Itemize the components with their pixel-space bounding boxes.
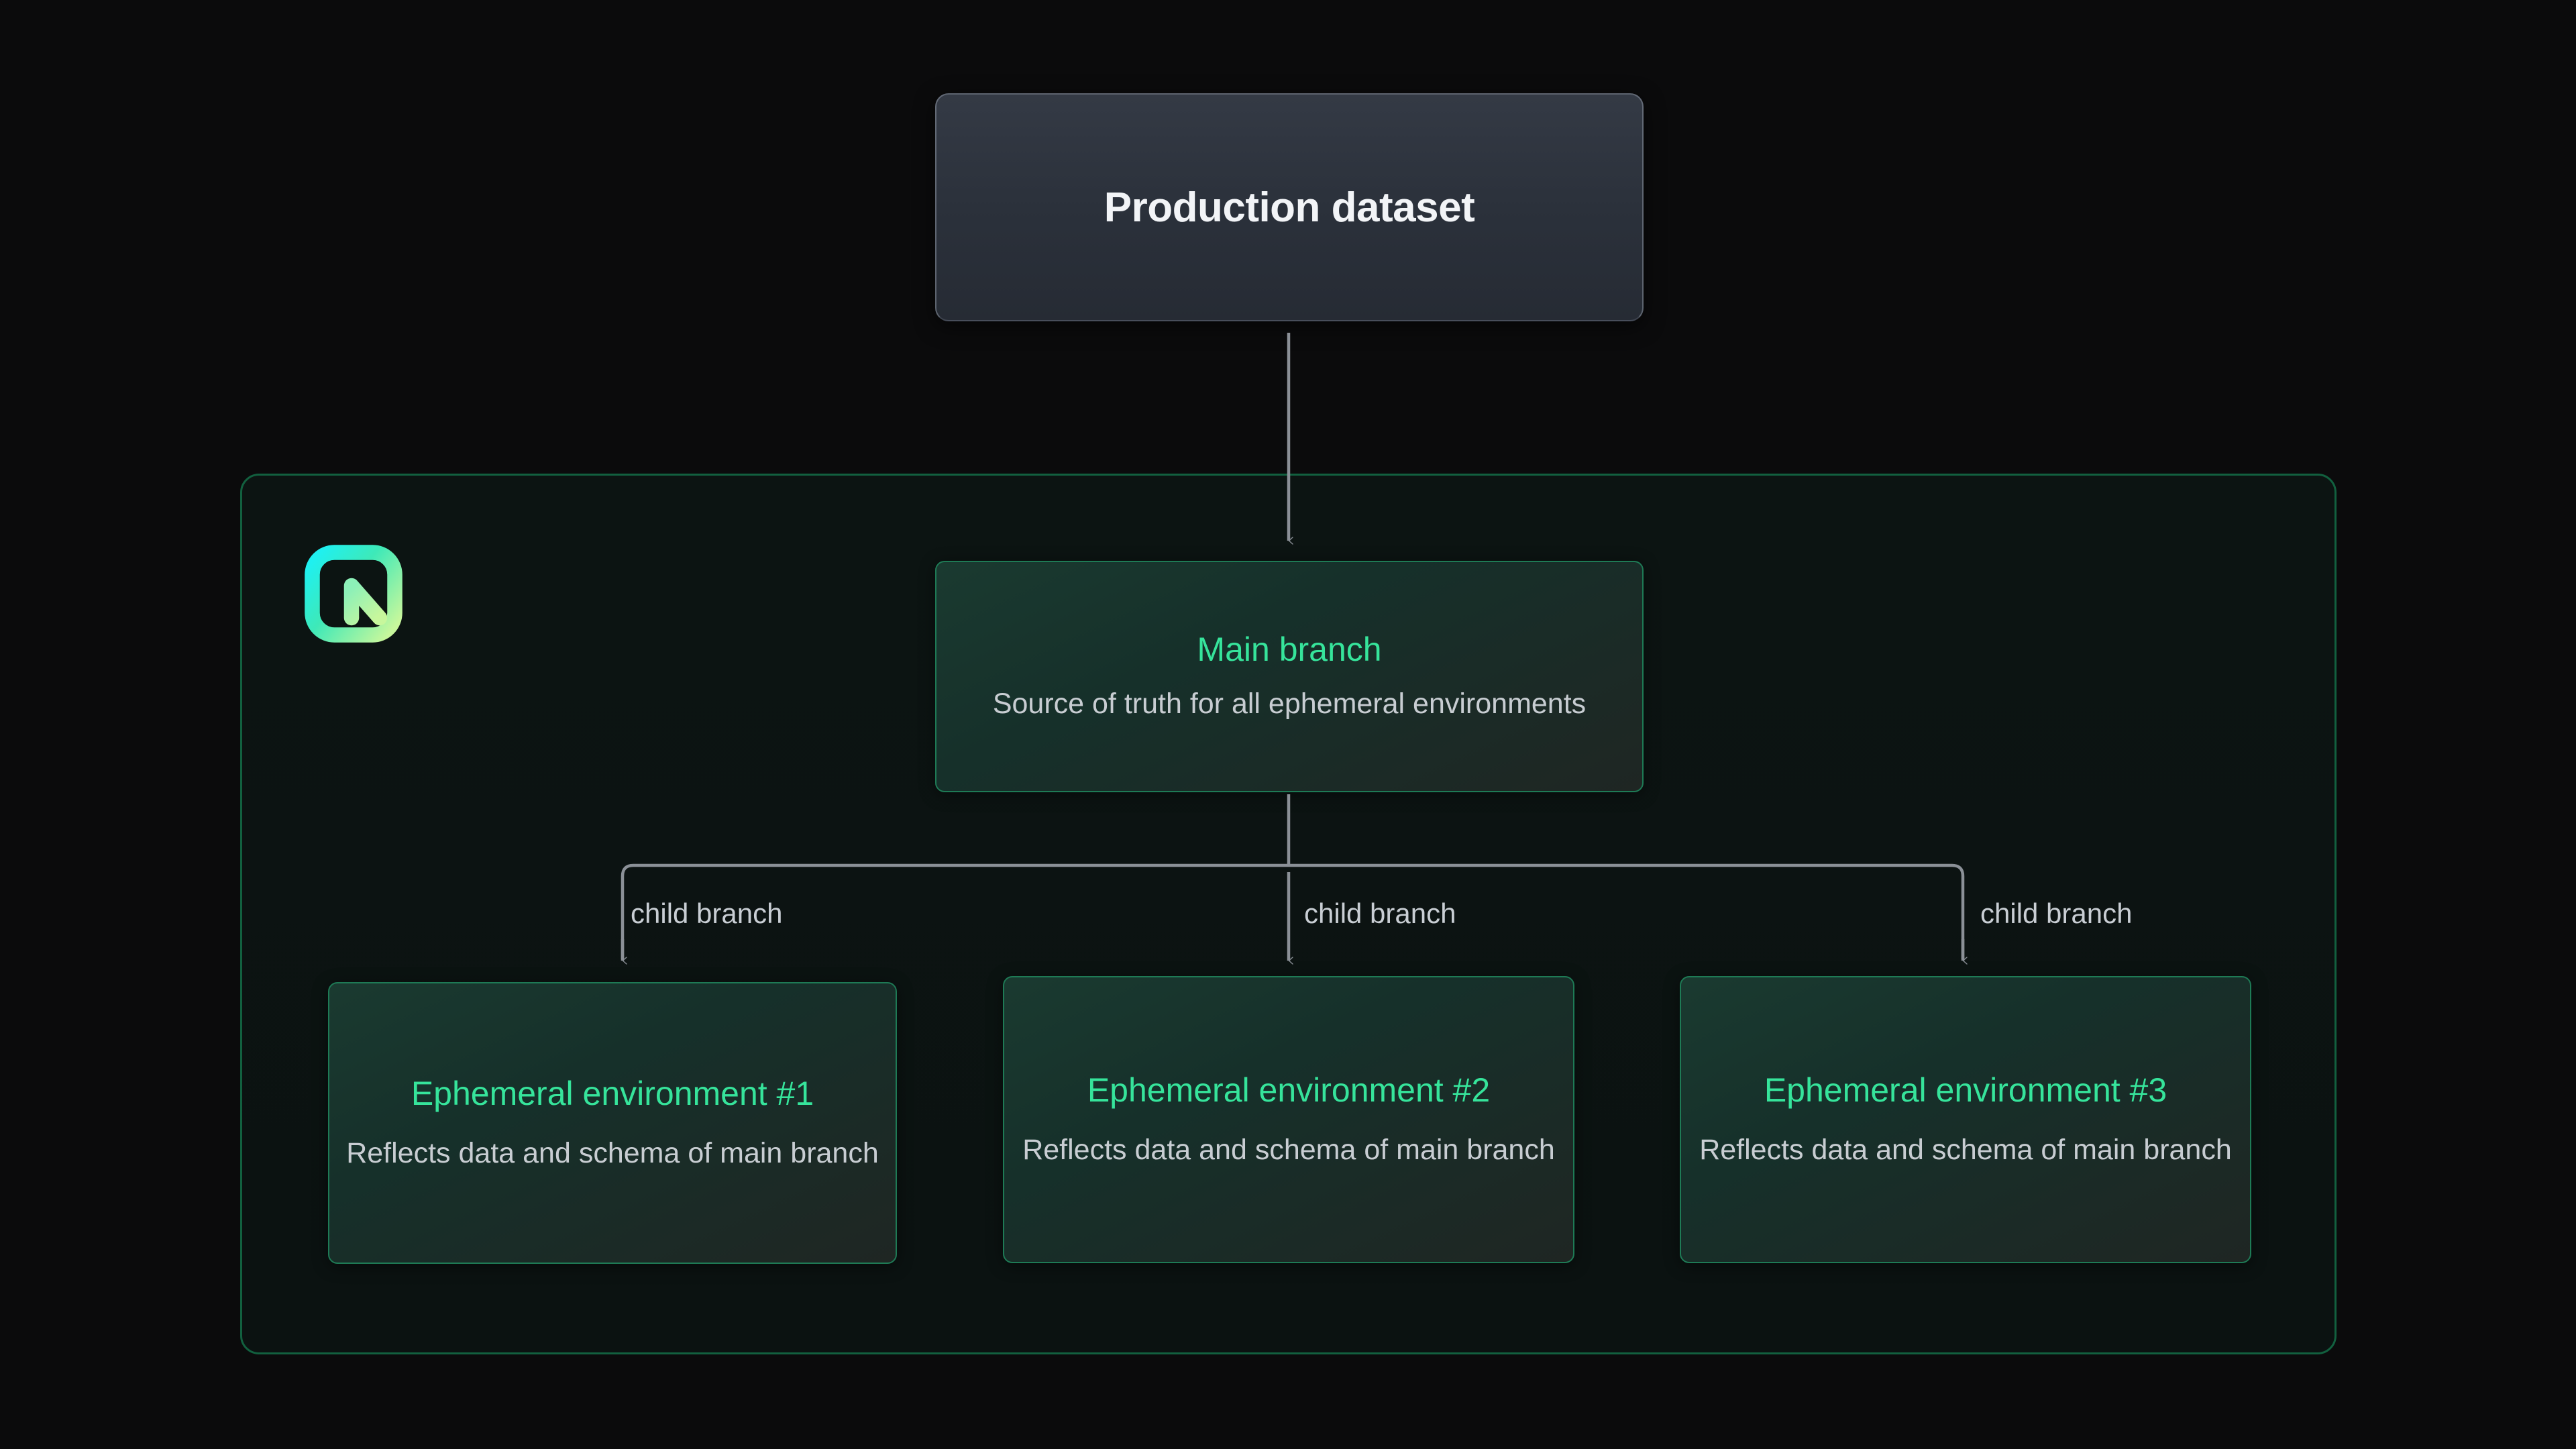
ephemeral-environment-1-node: Ephemeral environment #1 Reflects data a…	[328, 982, 897, 1264]
main-branch-title: Main branch	[1197, 631, 1382, 669]
edge-label-child-branch-2: child branch	[1304, 898, 1456, 929]
main-branch-node: Main branch Source of truth for all ephe…	[935, 561, 1644, 792]
ephemeral-environment-3-description: Reflects data and schema of main branch	[1699, 1133, 2232, 1166]
ephemeral-environment-2-title: Ephemeral environment #2	[1087, 1071, 1491, 1109]
main-branch-description: Source of truth for all ephemeral enviro…	[992, 688, 1587, 720]
ephemeral-environment-3-node: Ephemeral environment #3 Reflects data a…	[1680, 976, 2251, 1263]
production-dataset-title: Production dataset	[1104, 184, 1475, 231]
ephemeral-environment-1-title: Ephemeral environment #1	[411, 1074, 814, 1112]
ephemeral-environment-2-node: Ephemeral environment #2 Reflects data a…	[1003, 976, 1574, 1263]
neon-logo-icon	[303, 543, 404, 644]
edge-label-child-branch-1: child branch	[631, 898, 783, 929]
edge-label-child-branch-3: child branch	[1980, 898, 2133, 929]
production-dataset-node: Production dataset	[935, 93, 1644, 321]
ephemeral-environment-3-title: Ephemeral environment #3	[1764, 1071, 2167, 1109]
ephemeral-environment-1-description: Reflects data and schema of main branch	[346, 1136, 879, 1169]
ephemeral-environment-2-description: Reflects data and schema of main branch	[1022, 1133, 1555, 1166]
